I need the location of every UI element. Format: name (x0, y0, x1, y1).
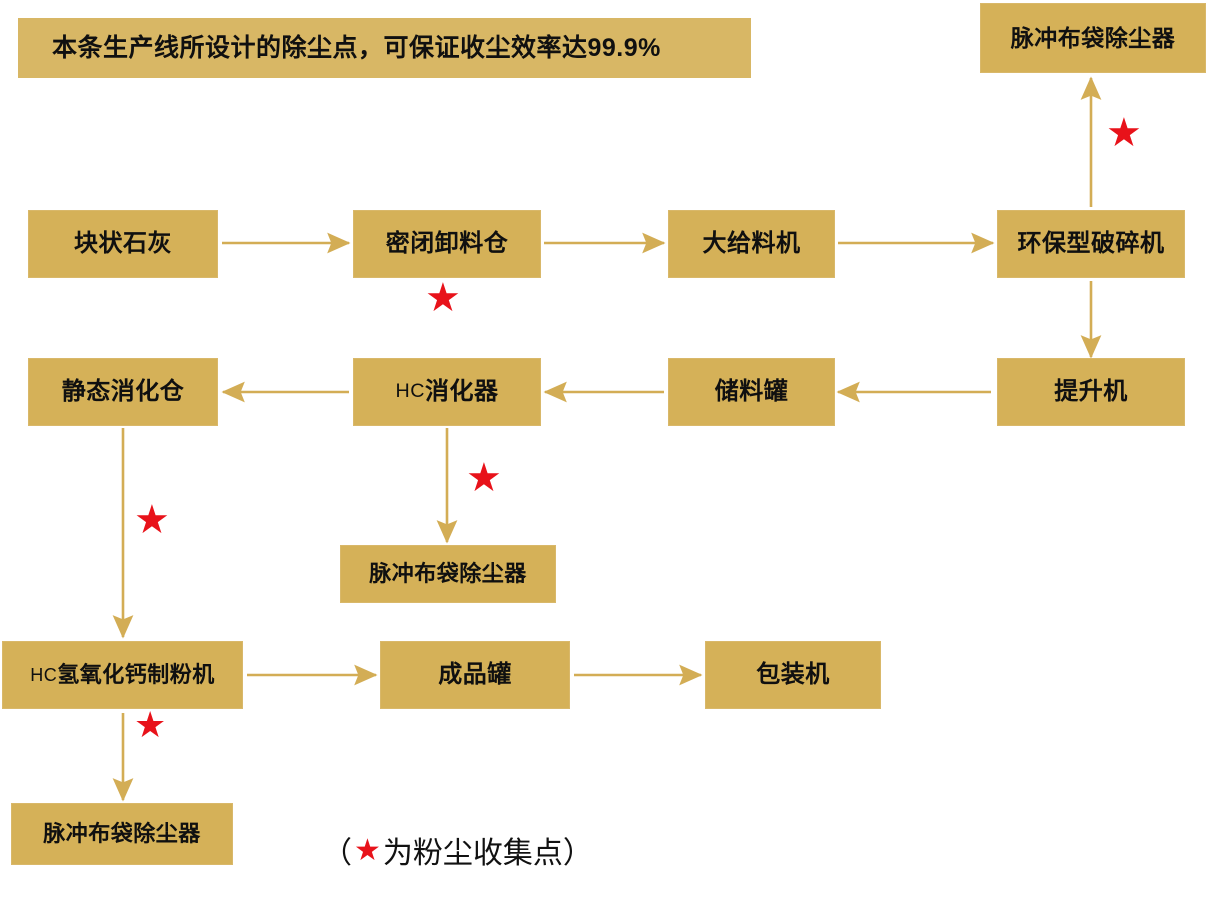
node-packer[interactable]: 包装机 (705, 641, 881, 709)
dust-point-star-hc-mill: ★ (134, 705, 167, 746)
node-product-tank[interactable]: 成品罐 (380, 641, 570, 709)
legend-star-icon: ★ (354, 832, 381, 868)
legend-open-paren: （ (322, 837, 352, 870)
node-dust-collector-bottom-left[interactable]: 脉冲布袋除尘器 (11, 803, 233, 865)
title-banner: 本条生产线所设计的除尘点，可保证收尘效率达99.9% (18, 18, 751, 78)
node-sealed-hopper[interactable]: 密闭卸料仓 (353, 210, 541, 278)
node-hc-mill-label: 氢氧化钙制粉机 (57, 662, 215, 687)
node-hc-digester-label: 消化器 (424, 378, 499, 405)
node-lump-lime[interactable]: 块状石灰 (28, 210, 218, 278)
node-big-feeder[interactable]: 大给料机 (668, 210, 835, 278)
node-storage-tank[interactable]: 储料罐 (668, 358, 835, 426)
node-static-digester[interactable]: 静态消化仓 (28, 358, 218, 426)
legend: （ ★ 为粉尘收集点 ） (322, 828, 593, 872)
node-eco-crusher[interactable]: 环保型破碎机 (997, 210, 1185, 278)
node-elevator[interactable]: 提升机 (997, 358, 1185, 426)
node-hc-digester-prefix: HC (395, 380, 425, 403)
node-dust-collector-middle[interactable]: 脉冲布袋除尘器 (340, 545, 556, 603)
dust-point-star-crusher: ★ (1106, 110, 1142, 156)
node-dust-collector-top-right[interactable]: 脉冲布袋除尘器 (980, 3, 1206, 73)
legend-close-paren: ） (562, 837, 593, 870)
dust-point-star-hc-digester: ★ (466, 455, 502, 501)
dust-point-star-static-digester: ★ (134, 497, 170, 543)
legend-text: 为粉尘收集点 (382, 837, 563, 870)
node-hc-mill-prefix: HC (30, 664, 58, 685)
dust-point-star-sealed-hopper: ★ (425, 275, 461, 321)
